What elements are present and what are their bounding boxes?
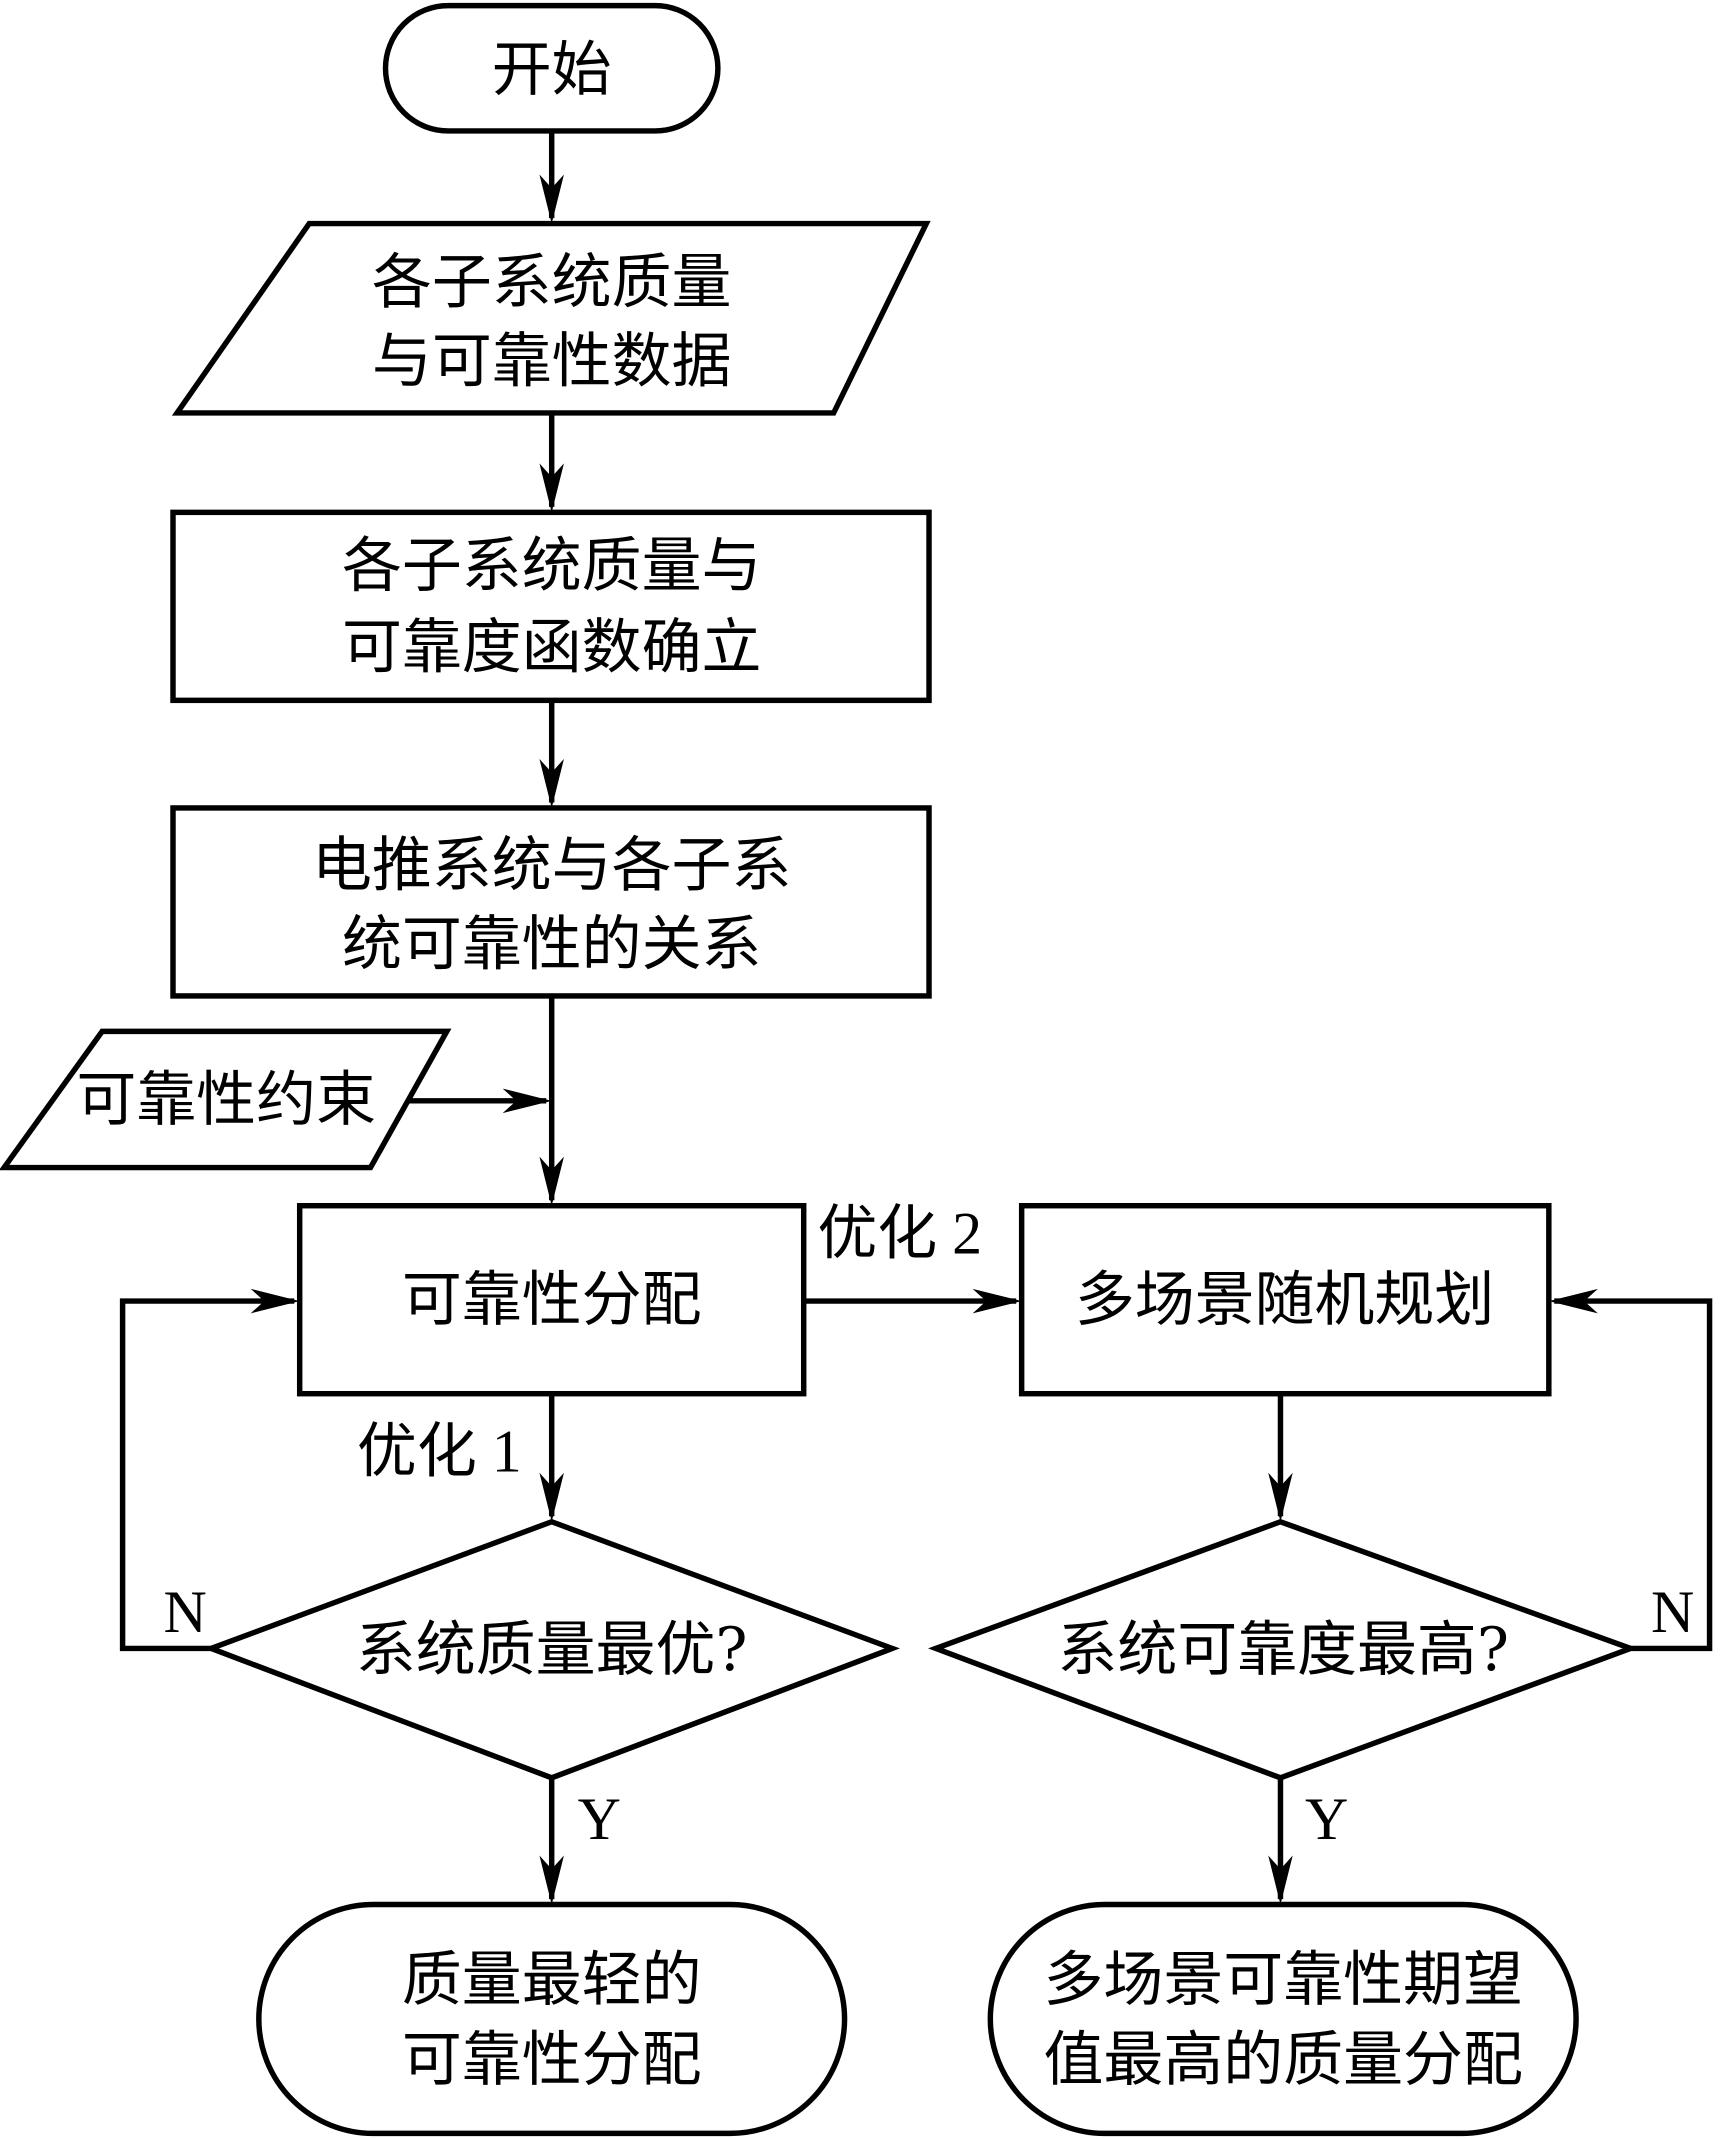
mass-decision: 系统质量最优? xyxy=(203,1518,900,1781)
arrow-head-icon xyxy=(539,1472,564,1522)
input-data-line2: 与可靠性数据 xyxy=(372,327,732,397)
start-label: 开始 xyxy=(492,35,612,105)
reliability-decision-label: 系统可靠度最高? xyxy=(1057,1615,1509,1685)
relation-line1: 电推系统与各子系 xyxy=(312,831,791,901)
yes-left-label: Y xyxy=(578,1786,621,1852)
arrow-head-icon xyxy=(250,1288,300,1314)
stochastic-label: 多场景随机规划 xyxy=(1075,1265,1494,1335)
end-right-line1: 多场景可靠性期望 xyxy=(1044,1945,1523,2015)
functions-step: 各子系统质量与 可靠度函数确立 xyxy=(170,509,932,704)
yes-right-label: Y xyxy=(1305,1786,1348,1852)
stochastic-step: 多场景随机规划 xyxy=(1018,1202,1552,1397)
start-node: 开始 xyxy=(382,2,721,134)
arrow-head-icon xyxy=(539,463,564,513)
input-data-node: 各子系统质量 与可靠性数据 xyxy=(171,220,931,416)
arrow-head-icon xyxy=(1268,1472,1293,1522)
arrow-head-icon xyxy=(1548,1288,1598,1314)
end-right-node: 多场景可靠性期望 值最高的质量分配 xyxy=(987,1901,1579,2137)
no-right-label: N xyxy=(1651,1579,1694,1645)
opt1-label: 优化 1 xyxy=(357,1418,522,1484)
arrow-head-icon xyxy=(539,758,564,808)
relation-step: 电推系统与各子系 统可靠性的关系 xyxy=(170,805,932,999)
arrow-head-icon xyxy=(539,1156,564,1206)
functions-line2: 可靠度函数确立 xyxy=(342,613,761,683)
arrow-head-icon xyxy=(502,1088,552,1114)
arrow-head-icon xyxy=(1268,1855,1293,1905)
constraint-label: 可靠性约束 xyxy=(76,1065,376,1135)
allocation-label: 可靠性分配 xyxy=(402,1265,702,1335)
end-left-line2: 可靠性分配 xyxy=(402,2025,702,2095)
arrow-head-icon xyxy=(539,174,564,224)
no-left-label: N xyxy=(163,1579,206,1645)
relation-line2: 统可靠性的关系 xyxy=(342,910,761,980)
opt2-label: 优化 2 xyxy=(817,1200,982,1266)
end-right-line2: 值最高的质量分配 xyxy=(1044,2025,1523,2095)
arrow-head-icon xyxy=(972,1288,1022,1314)
end-left-line1: 质量最轻的 xyxy=(402,1945,702,2015)
functions-line1: 各子系统质量与 xyxy=(342,531,761,601)
arrow-head-icon xyxy=(539,1855,564,1905)
end-left-node: 质量最轻的 可靠性分配 xyxy=(256,1901,848,2137)
reliability-decision: 系统可靠度最高? xyxy=(928,1518,1639,1781)
mass-decision-label: 系统质量最优? xyxy=(356,1615,748,1685)
input-data-line1: 各子系统质量 xyxy=(372,248,732,318)
allocation-step: 可靠性分配 xyxy=(296,1202,807,1397)
constraint-input-node: 可靠性约束 xyxy=(0,1028,452,1171)
